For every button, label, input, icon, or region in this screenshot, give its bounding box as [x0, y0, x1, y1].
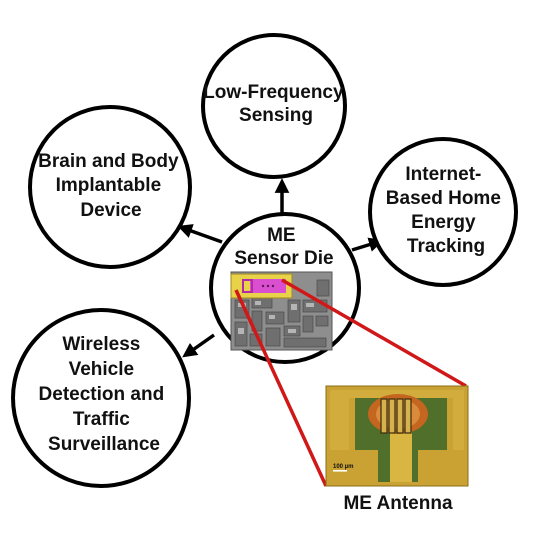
arrow-to-implantable — [177, 224, 223, 244]
connector-arrows — [177, 178, 384, 358]
node-label-low-frequency: Low-Frequency Sensing — [203, 82, 349, 126]
arrow-to-energy-tracking — [351, 237, 384, 252]
node-label-implantable: Brain and Body Implantable Device — [38, 151, 184, 221]
node-label-energy-tracking: Internet- Based Home Energy Tracking — [386, 164, 506, 257]
node-circle-low-frequency — [201, 33, 347, 179]
node-circle-vehicle-detection — [11, 308, 191, 488]
scale-bar-label: 100 µm — [333, 464, 353, 470]
me-antenna-image: 100 µm — [325, 385, 469, 487]
zoom-lines — [234, 278, 467, 487]
inset-caption: ME Antenna — [343, 493, 453, 514]
sensor-die-image — [230, 271, 333, 351]
center-label: ME Sensor Die — [234, 225, 333, 269]
node-circle-implantable — [28, 105, 192, 269]
node-label-vehicle-detection: Wireless Vehicle Detection and Traffic S… — [39, 334, 170, 455]
node-circle-energy-tracking — [368, 137, 518, 287]
arrow-to-vehicle-detection — [182, 333, 216, 358]
